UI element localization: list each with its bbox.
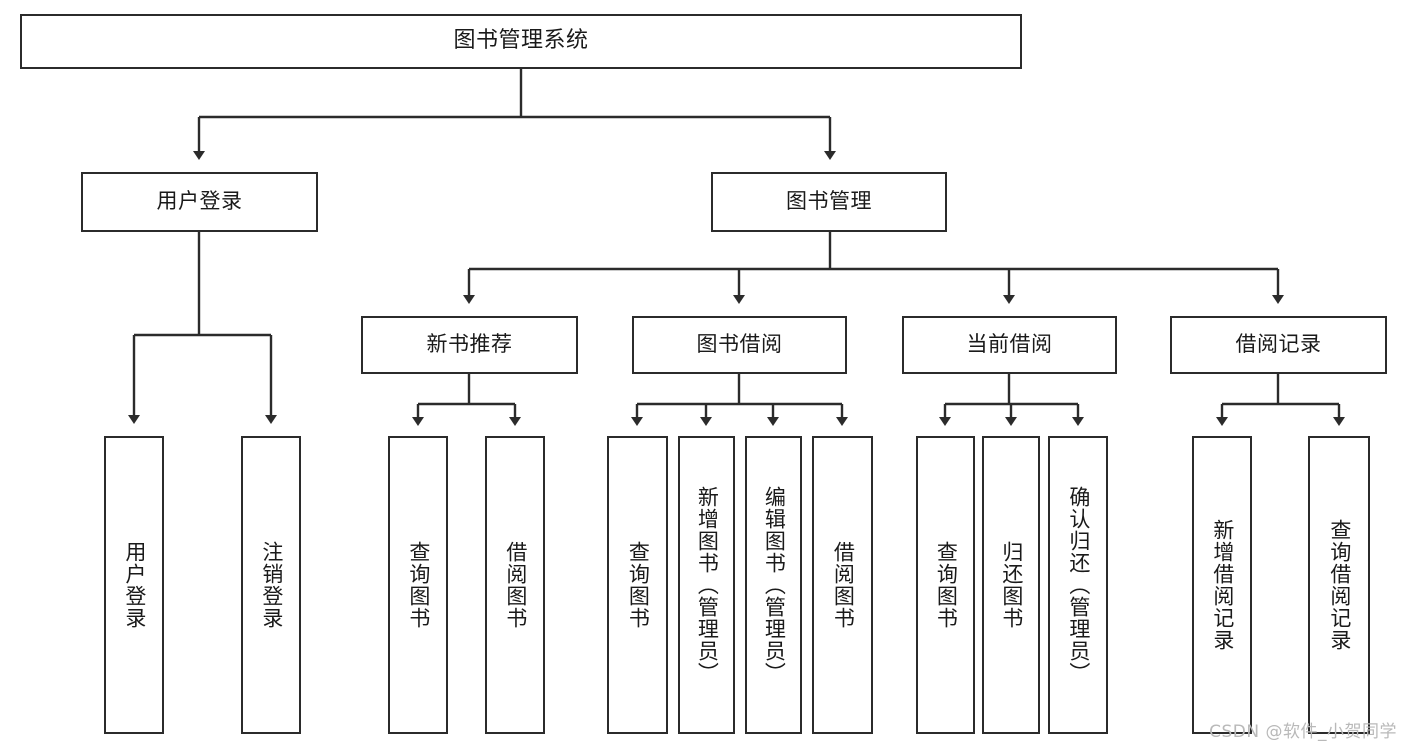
leaf-return-book-label: 归还图书 — [999, 541, 1024, 629]
leaf-query-book-borrow[interactable]: 查询图书 — [607, 436, 668, 734]
edge-new-book-bus — [412, 374, 521, 426]
edge-borrow-record-bus — [1216, 374, 1345, 426]
node-new-book-recommend[interactable]: 新书推荐 — [361, 316, 578, 374]
leaf-confirm-return-admin-label: 确认归还（管理员） — [1066, 486, 1091, 684]
edge-book-manage-bus — [463, 232, 1284, 304]
node-root-label: 图书管理系统 — [453, 28, 589, 54]
edge-book-borrow-bus — [631, 374, 848, 426]
leaf-query-borrow-record-label: 查询借阅记录 — [1327, 519, 1352, 651]
node-new-book-recommend-label: 新书推荐 — [426, 332, 513, 357]
leaf-add-book-admin[interactable]: 新增图书（管理员） — [678, 436, 735, 734]
node-book-manage[interactable]: 图书管理 — [711, 172, 947, 232]
node-user-login[interactable]: 用户登录 — [81, 172, 318, 232]
leaf-query-book-borrow-label: 查询图书 — [626, 541, 651, 629]
edge-current-borrow-bus — [939, 374, 1084, 426]
leaf-user-login-label: 用户登录 — [122, 541, 147, 629]
leaf-query-book-current[interactable]: 查询图书 — [916, 436, 975, 734]
leaf-add-borrow-record-label: 新增借阅记录 — [1210, 519, 1235, 651]
node-current-borrow-label: 当前借阅 — [966, 332, 1053, 357]
leaf-return-book[interactable]: 归还图书 — [982, 436, 1040, 734]
leaf-borrow-book[interactable]: 借阅图书 — [812, 436, 873, 734]
edge-user-login-bus — [128, 232, 277, 424]
edge-root-bus — [193, 69, 836, 160]
node-book-manage-label: 图书管理 — [786, 189, 872, 214]
leaf-query-book-current-label: 查询图书 — [934, 541, 959, 629]
leaf-query-borrow-record[interactable]: 查询借阅记录 — [1308, 436, 1370, 734]
leaf-edit-book-admin[interactable]: 编辑图书（管理员） — [745, 436, 802, 734]
leaf-add-book-admin-label: 新增图书（管理员） — [695, 486, 720, 684]
leaf-query-book-recommend-label: 查询图书 — [406, 541, 431, 629]
node-borrow-record-label: 借阅记录 — [1235, 332, 1322, 357]
node-borrow-record[interactable]: 借阅记录 — [1170, 316, 1387, 374]
leaf-confirm-return-admin[interactable]: 确认归还（管理员） — [1048, 436, 1108, 734]
node-book-borrow[interactable]: 图书借阅 — [632, 316, 847, 374]
leaf-logout[interactable]: 注销登录 — [241, 436, 301, 734]
leaf-logout-label: 注销登录 — [259, 541, 284, 629]
leaf-borrow-book-recommend[interactable]: 借阅图书 — [485, 436, 545, 734]
leaf-borrow-book-label: 借阅图书 — [831, 541, 856, 629]
leaf-query-book-recommend[interactable]: 查询图书 — [388, 436, 448, 734]
leaf-edit-book-admin-label: 编辑图书（管理员） — [762, 486, 787, 684]
leaf-borrow-book-recommend-label: 借阅图书 — [503, 541, 528, 629]
leaf-user-login[interactable]: 用户登录 — [104, 436, 164, 734]
node-root[interactable]: 图书管理系统 — [20, 14, 1022, 69]
watermark: CSDN @软件_小贺同学 — [1209, 722, 1397, 742]
node-book-borrow-label: 图书借阅 — [696, 332, 783, 357]
node-user-login-label: 用户登录 — [156, 189, 243, 214]
node-current-borrow[interactable]: 当前借阅 — [902, 316, 1117, 374]
leaf-add-borrow-record[interactable]: 新增借阅记录 — [1192, 436, 1252, 734]
